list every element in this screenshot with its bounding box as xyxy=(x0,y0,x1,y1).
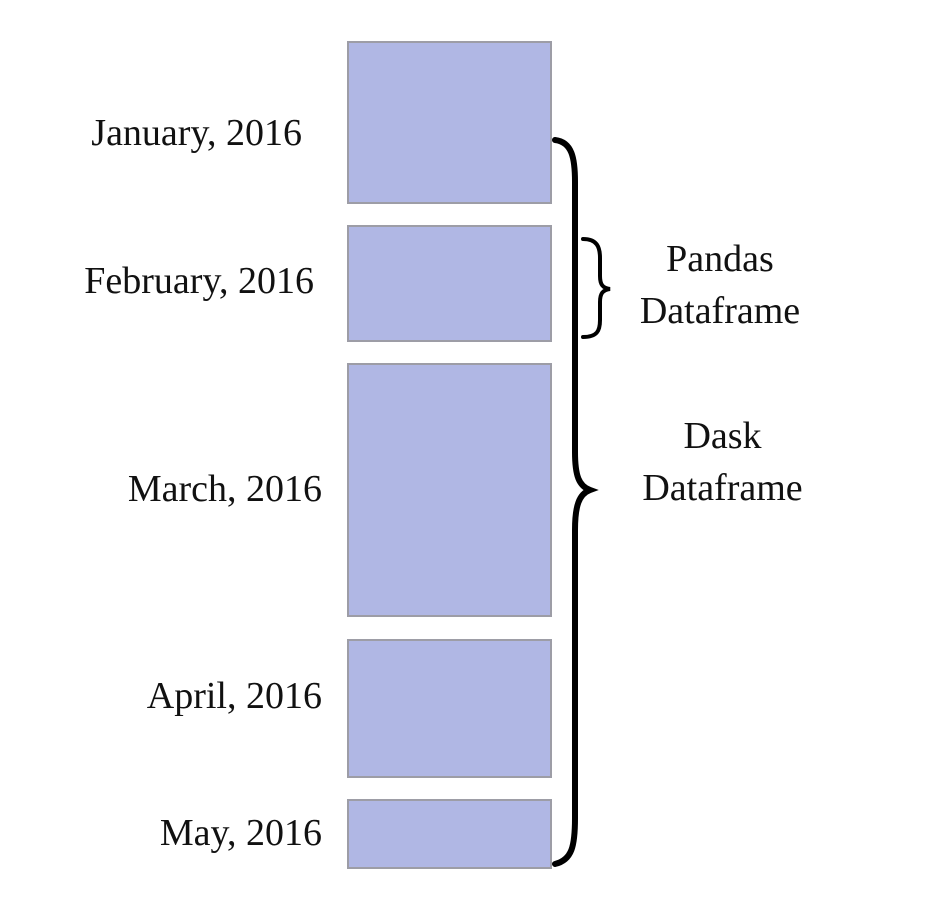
pandas-label-line1: Pandas xyxy=(666,238,774,280)
partition-block-march xyxy=(347,363,552,617)
pandas-dataframe-label: Pandas Dataframe xyxy=(625,233,815,337)
pandas-brace xyxy=(581,237,611,339)
dask-dataframe-label: Dask Dataframe xyxy=(625,410,820,514)
partition-label-february: February, 2016 xyxy=(84,260,314,302)
pandas-label-line2: Dataframe xyxy=(639,290,801,332)
partition-block-april xyxy=(347,639,552,778)
dask-brace xyxy=(552,137,599,867)
partition-label-may: May, 2016 xyxy=(159,812,322,854)
partition-block-may xyxy=(347,799,552,869)
partition-label-april: April, 2016 xyxy=(146,675,322,717)
partition-label-january: January, 2016 xyxy=(91,112,302,154)
partition-label-march: March, 2016 xyxy=(127,468,322,510)
dask-label-line2: Dataframe xyxy=(642,467,803,509)
partition-block-january xyxy=(347,41,552,204)
dask-label-line1: Dask xyxy=(683,415,762,457)
partition-block-february xyxy=(347,225,552,342)
